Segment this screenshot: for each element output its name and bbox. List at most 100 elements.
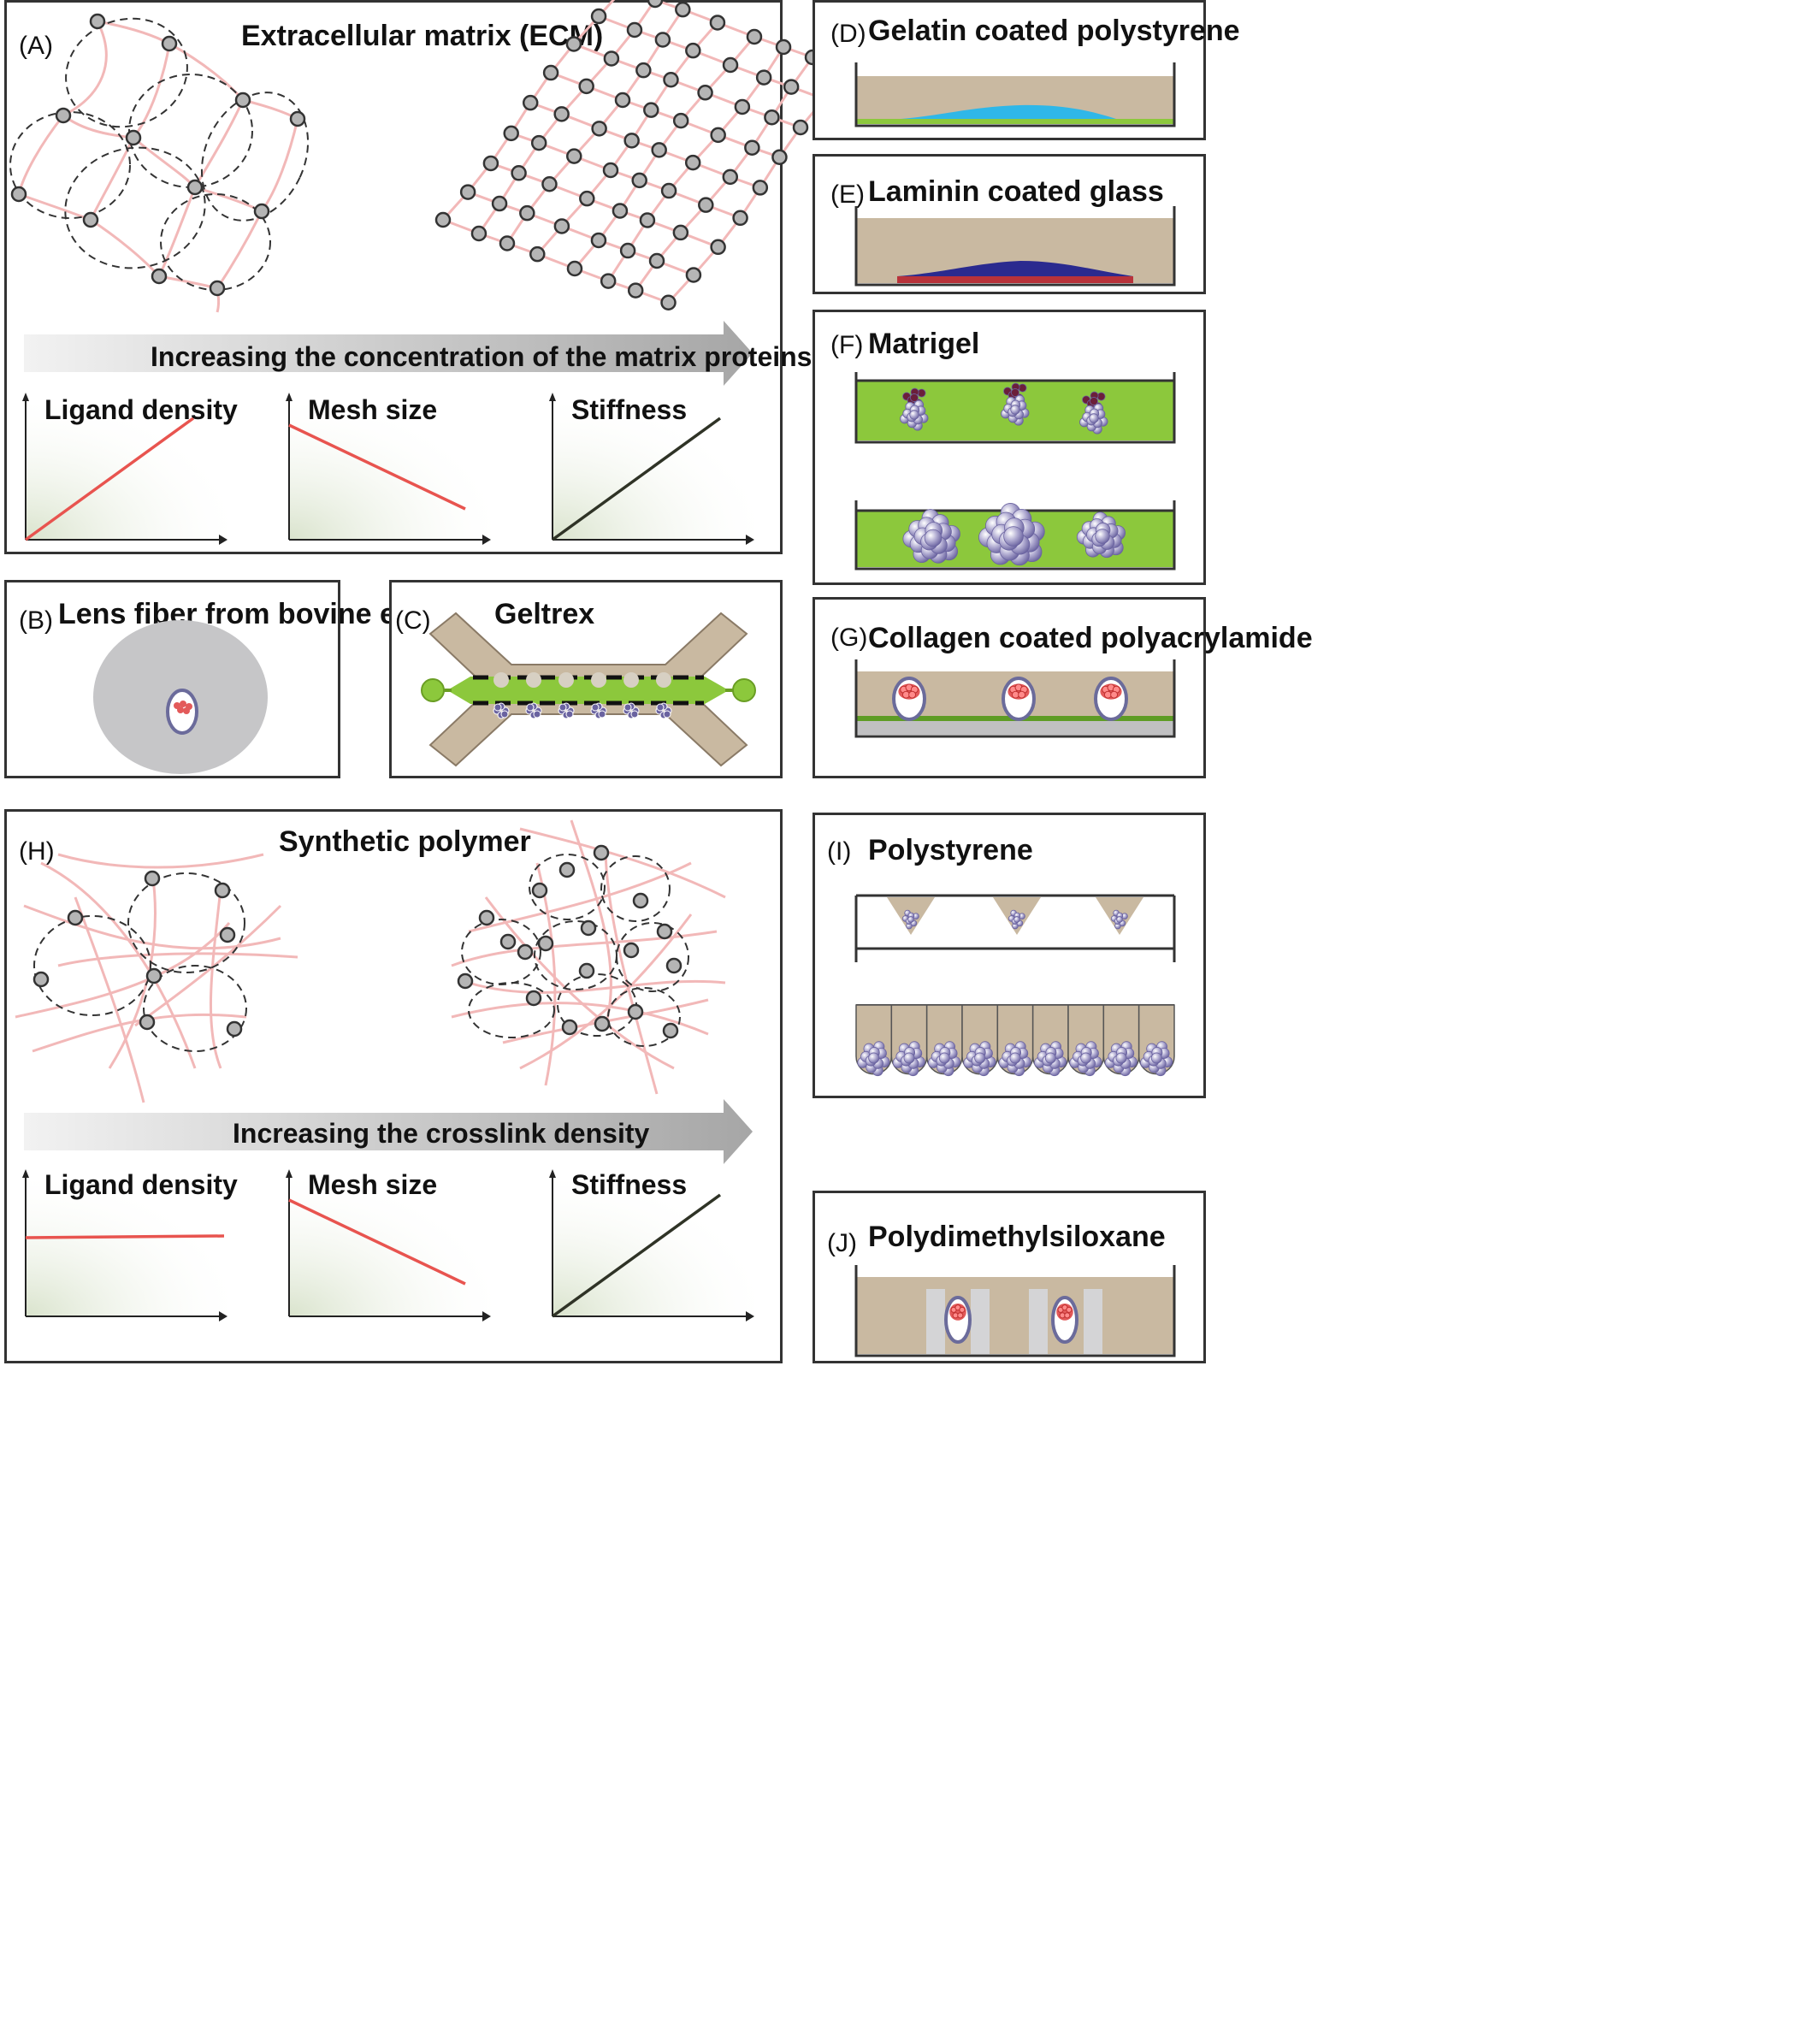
mesh-size-plot-a [286,393,491,545]
ecm-dense-network [434,0,858,311]
cell-cluster [902,509,960,564]
crosslink-node [459,184,476,200]
ligand-density-plot-a [22,393,228,545]
matrigel-dish-graphic [854,372,1176,571]
u-well [855,1004,893,1077]
u-well [1067,1004,1105,1077]
cell-cluster [1034,1041,1067,1077]
crosslink-node [654,32,671,48]
crosslink-node [660,182,677,199]
crosslink-node [651,142,667,158]
crosslink-node [764,109,780,126]
crosslink-node [566,148,582,164]
u-well [1102,1004,1140,1077]
crosslink-node [685,42,701,59]
panel-h-letter: (H) [19,837,55,866]
panel-d: (D) Gelatin coated polystyrene [812,0,1240,140]
panel-j-letter: (J) [827,1229,857,1257]
crosslink-node [648,252,665,269]
cell-cluster [900,399,929,431]
panel-a: (A) Extracellular matrix (ECM) [4,0,858,554]
panel-f-letter: (F) [830,331,864,359]
cell-cluster [892,1041,925,1077]
crosslink-node [612,203,629,219]
cell-cluster [655,702,672,719]
u-well [1031,1004,1069,1077]
cell-cluster [963,1041,996,1077]
panel-j-title: Polydimethylsiloxane [868,1221,1166,1253]
crosslink-node [635,62,652,79]
crosslink-node [643,102,659,118]
geltrex-chip-graphic [421,612,756,767]
panel-h-title: Synthetic polymer [279,825,531,858]
crosslink-node [566,260,583,277]
crosslink-node [631,172,647,189]
crosslink-node [752,180,769,196]
u-well [925,1004,963,1077]
crosslink-node [542,64,559,81]
crosslink-node [647,0,664,9]
mesh-size-plot-h [286,1169,491,1321]
polystyrene-plate-graphic [854,894,1176,1077]
crosslink-node [732,210,748,227]
crosslink-node [755,69,772,86]
crosslink-arrow [24,1099,753,1164]
cell-cluster [1008,909,1025,930]
ligand-density-plot-h [22,1169,228,1321]
crosslink-node [675,1,691,18]
polymer-sparse-network [15,853,298,1103]
panel-b-title: Lens fiber from bovine eye [58,598,428,630]
crosslink-node [470,225,488,242]
plot-a-stiffness-title: Stiffness [571,394,688,425]
u-well [890,1004,928,1077]
panel-i-letter: (I) [827,837,852,866]
embryo [1002,677,1036,721]
crosslink-node [590,8,607,25]
crosslink-node [771,149,788,165]
crosslink-node [709,15,726,31]
cell-cluster [493,702,510,719]
crosslink-node [698,197,714,213]
panel-c-title: Geltrex [494,598,595,630]
crosslink-node [734,98,751,115]
crosslink-node [578,78,594,95]
crosslink-node [579,190,595,207]
crosslink-node [553,106,570,122]
cell-cluster [857,1041,890,1077]
gelatin-dish-graphic [854,62,1176,127]
cell-cluster [1001,394,1030,426]
crosslink-node [746,28,763,45]
panel-a-letter: (A) [19,32,53,60]
crosslink-node [491,195,508,212]
stiffness-plot-a [549,393,754,545]
pdms-dish-graphic [854,1265,1176,1357]
polymer-dense-network [451,819,726,1095]
crosslink-node [600,273,617,289]
panel-b-letter: (B) [19,606,53,635]
crosslink-node [499,235,516,251]
cell-cluster [1079,403,1108,435]
crosslink-node [792,119,809,136]
embryo [1051,1296,1078,1344]
cell-cluster [590,702,607,719]
plot-h-ligand-title: Ligand density [44,1169,238,1200]
crosslink-node [722,168,739,186]
panel-h-graphic [15,819,754,1321]
arrow-label-h: Increasing the crosslink density [233,1118,650,1149]
panel-j: (J) Polydimethylsiloxane [812,1191,1206,1363]
stiffness-plot-h [549,1169,754,1321]
cell-cluster [1140,1041,1173,1077]
lens-fiber-graphic [93,620,268,774]
crosslink-node [434,211,452,228]
crosslink-node [722,56,739,74]
cell-cluster [623,702,640,719]
crosslink-node [639,212,656,228]
crosslink-node [710,127,726,144]
plot-a-mesh-title: Mesh size [308,394,438,425]
panel-i-title: Polystyrene [868,834,1033,866]
panel-f: (F) Matrigel [812,310,1206,585]
panel-i: (I) Polystyrene [812,813,1206,1098]
crosslink-node [744,139,760,156]
crosslink-node [775,38,792,56]
concentration-arrow [24,321,753,386]
